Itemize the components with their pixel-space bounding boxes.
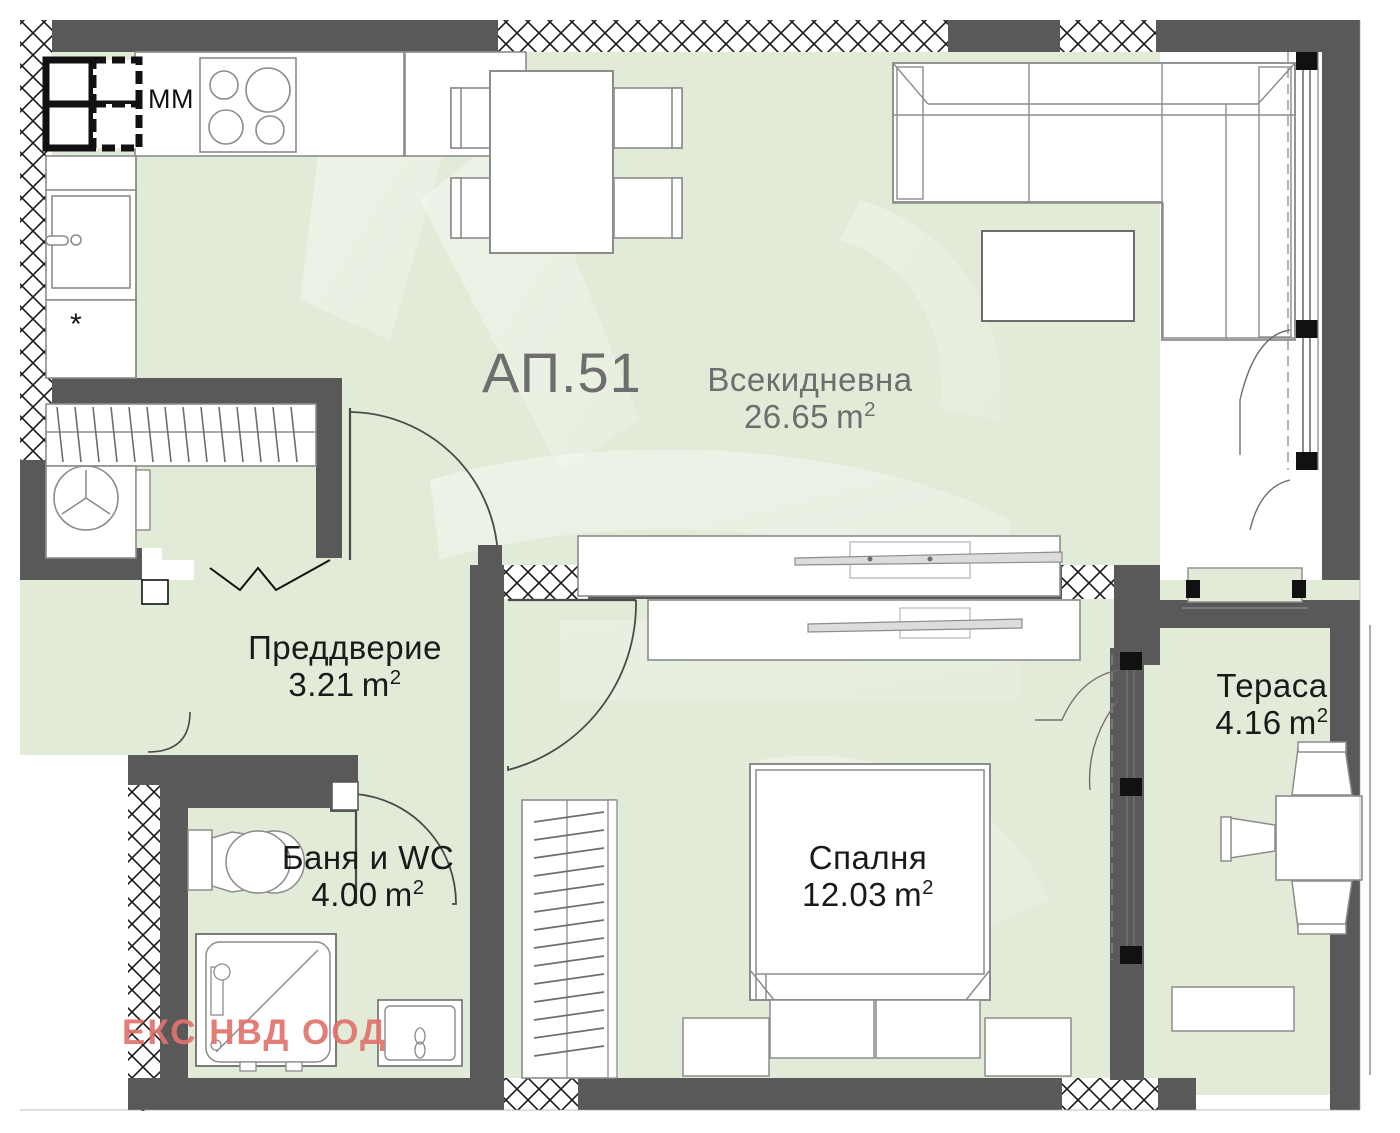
cooktop-4-burner <box>199 57 297 153</box>
slab-outline <box>20 20 1361 1111</box>
dining-table <box>489 70 614 254</box>
shower-cabin <box>195 933 337 1072</box>
terrace-table <box>1275 795 1363 881</box>
vanity-sink <box>377 999 463 1067</box>
bedroom-terrace-door <box>1035 652 1142 964</box>
apartment-number: АП.51 <box>482 340 642 405</box>
nightstand <box>682 1017 1072 1077</box>
double-bed <box>749 763 991 1059</box>
sectional-sofa <box>892 62 1296 341</box>
electrical-panel <box>42 56 96 152</box>
refrigerator-symbol: * <box>70 308 83 341</box>
refrigerator <box>45 299 137 379</box>
kitchen-area <box>42 51 527 379</box>
washing-machine <box>45 465 151 559</box>
wardrobe-bedroom <box>521 799 618 1079</box>
coffee-table <box>981 230 1135 322</box>
hall-storage <box>45 403 317 559</box>
bathroom-fixtures <box>187 829 463 1072</box>
dining-set <box>450 70 683 254</box>
apartment-number-text: АП.51 <box>482 341 642 404</box>
appliance-label-mm: MM <box>148 84 194 114</box>
sliding-doors-right <box>1182 52 1319 609</box>
living-room-seating <box>892 62 1296 341</box>
toilet <box>187 829 306 894</box>
wardrobe-hall <box>45 403 317 467</box>
company-watermark: ЕКС НВД ООД <box>122 1013 387 1052</box>
terrace-chair <box>1220 741 1353 935</box>
planter <box>1171 986 1295 1032</box>
kitchen-sink <box>45 189 137 301</box>
tv-cabinet <box>577 535 1081 661</box>
door-swings <box>141 408 637 905</box>
bed-group <box>682 763 1072 1077</box>
terrace-furniture <box>1171 625 1371 1075</box>
electrical-panel-dashed <box>89 56 143 152</box>
